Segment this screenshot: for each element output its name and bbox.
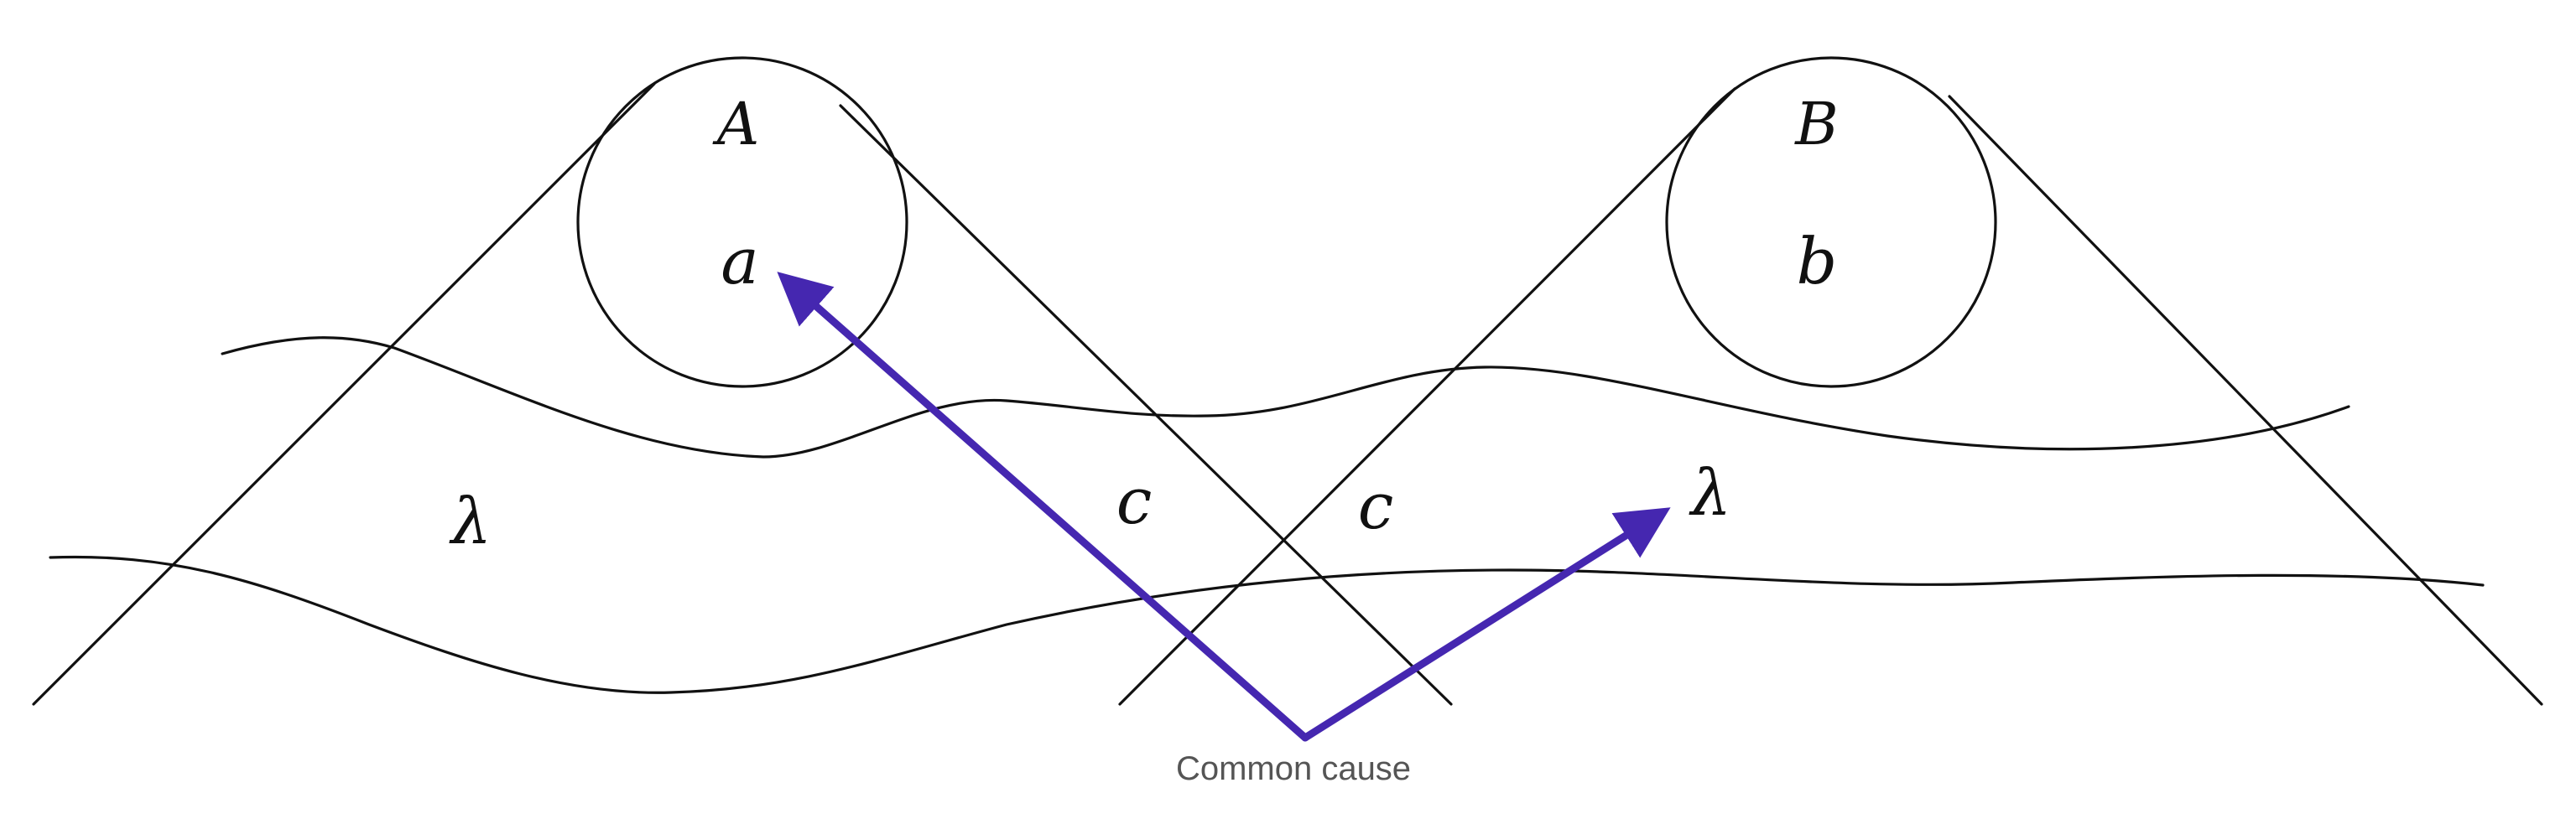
label-lambda-right: λ <box>1689 455 1731 530</box>
lower-wavy-boundary <box>49 555 2485 694</box>
region-a-circle <box>576 56 908 388</box>
label-outcome-a: a <box>721 224 758 298</box>
upper-wavy-boundary <box>221 336 2350 459</box>
label-region-b: B <box>1793 90 1838 158</box>
label-outcome-b: b <box>1797 224 1838 298</box>
arrow-common-cause-to-a <box>777 272 1309 742</box>
region-b-circle <box>1665 56 1997 388</box>
label-c-right: c <box>1358 469 1394 543</box>
arrow-common-cause-to-lambda <box>1301 507 1671 742</box>
light-cone-b <box>1118 87 2543 706</box>
label-c-left: c <box>1116 464 1153 538</box>
common-cause-caption: Common cause <box>1176 750 1411 787</box>
label-lambda-left: λ <box>449 484 492 558</box>
light-cone-a <box>32 82 1453 706</box>
label-region-a: A <box>712 90 760 158</box>
